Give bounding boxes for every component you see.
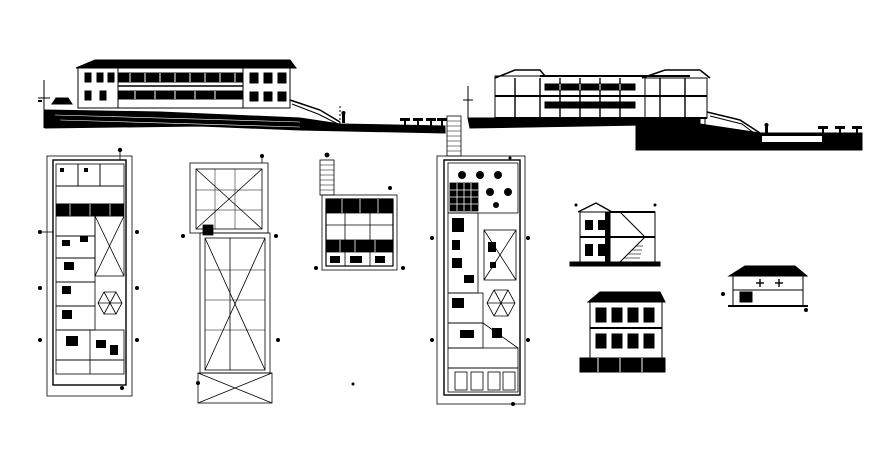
section-drawing xyxy=(463,69,863,151)
stray-marks xyxy=(38,100,355,386)
front-elevation xyxy=(38,59,447,134)
floor-plan-small xyxy=(314,152,405,271)
side-elevation xyxy=(579,291,666,373)
small-elevation xyxy=(721,265,809,312)
floor-plan-ground xyxy=(38,147,139,397)
floor-plan-site xyxy=(430,115,530,406)
side-section xyxy=(569,202,661,267)
roof-plan xyxy=(181,154,280,404)
